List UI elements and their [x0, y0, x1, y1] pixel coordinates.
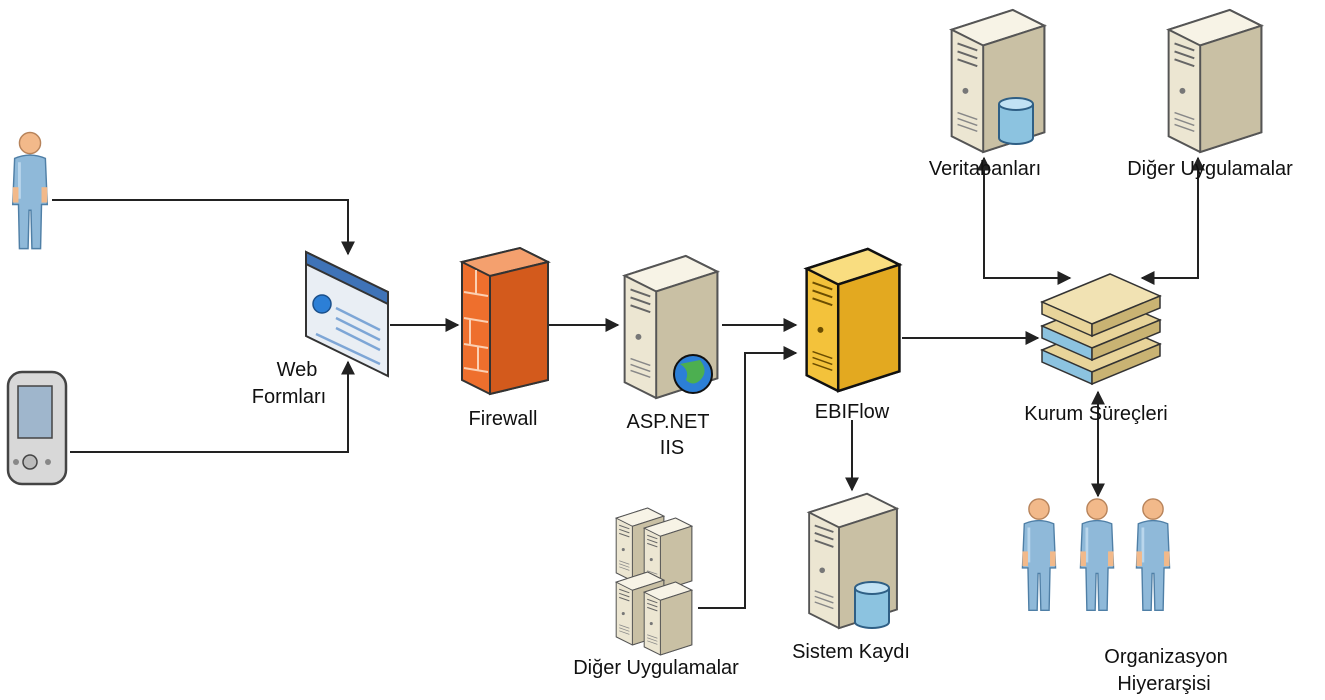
aspnet-label-line1: ASP.NET	[627, 411, 710, 433]
system-log-label: Sistem Kaydı	[792, 641, 910, 663]
other-apps-bottom-label: Diğer Uygulamalar	[573, 657, 739, 679]
server-icon	[1167, 8, 1263, 154]
web-forms-label-line2: Formları	[252, 386, 326, 408]
server-cluster-icon	[615, 507, 693, 656]
connector-otherapps-to-ebiflow	[698, 346, 798, 609]
globe-icon	[312, 294, 332, 314]
other-apps-top-label: Diğer Uygulamalar	[1127, 158, 1293, 180]
connector-pda-to-webforms	[70, 360, 355, 453]
firewall-icon	[459, 246, 551, 396]
firewall-label: Firewall	[469, 408, 538, 430]
connector-processes-otherapps	[1140, 156, 1205, 285]
org-label-line2: Hiyerarşisi	[1117, 673, 1210, 695]
books-icon	[1040, 273, 1162, 386]
ebiflow-server-icon	[805, 247, 901, 393]
aspnet-label-line2: IIS	[660, 437, 684, 459]
person-icon	[1079, 497, 1115, 612]
databases-label: Veritabanları	[929, 158, 1041, 180]
connector-processes-databases	[977, 156, 1072, 285]
connector-user-to-webforms	[52, 199, 355, 256]
pda-icon	[6, 370, 68, 486]
web-forms-label-line1: Web	[277, 359, 318, 381]
person-icon	[1021, 497, 1057, 612]
browser-icon	[305, 250, 389, 378]
globe-icon	[673, 354, 713, 394]
person-icon	[11, 131, 49, 251]
org-label-line1: Organizasyon	[1104, 646, 1227, 668]
connectors	[52, 156, 1205, 609]
database-icon	[998, 97, 1034, 145]
ebiflow-label: EBIFlow	[815, 401, 890, 423]
processes-label: Kurum Süreçleri	[1024, 403, 1167, 425]
person-icon	[1135, 497, 1171, 612]
database-icon	[854, 581, 890, 629]
